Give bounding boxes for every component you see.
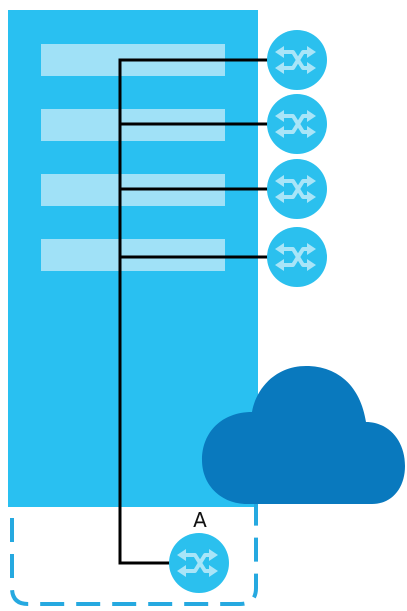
connector-lines [118,58,270,565]
dashed-region-border [10,502,258,606]
switch-icon [267,159,327,219]
switch-icon [267,94,327,154]
switch-icon [267,30,327,90]
cloud-icon [202,366,405,504]
rack-slot-4 [41,239,225,271]
switch-icon [267,227,327,287]
switch-a-label: A [193,508,207,532]
switch-icon [169,533,229,593]
